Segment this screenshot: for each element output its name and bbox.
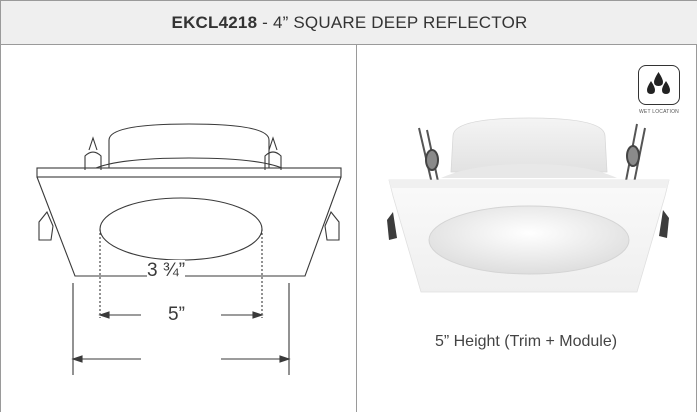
clip-right: [264, 136, 282, 170]
product-photo: [387, 117, 670, 293]
module-dome: [108, 123, 270, 168]
photo-dome-band: [441, 164, 617, 178]
outer-arrow-right: [279, 355, 291, 363]
inner-arrow-left: [98, 311, 110, 319]
photo-clip-left: [418, 127, 440, 189]
tab-right: [324, 210, 340, 241]
outer-width-label: 5”: [168, 304, 185, 326]
inner-arrow-right: [252, 311, 264, 319]
photo-dome: [450, 117, 608, 173]
wet-location-badge: [638, 65, 680, 105]
aperture-ellipse: [99, 197, 263, 261]
trim-flange-top: [36, 167, 342, 178]
module-band: [95, 157, 283, 169]
panel-divider: [356, 45, 357, 412]
title-separator: -: [257, 13, 273, 32]
wet-location-label: WET LOCATION: [639, 109, 679, 115]
dimension-drawing: [36, 123, 342, 375]
photo-flange-edge: [389, 180, 669, 188]
title-bar: EKCL4218 - 4” SQUARE DEEP REFLECTOR: [1, 0, 697, 45]
water-drops-icon: [647, 72, 670, 94]
photo-tab-left: [387, 212, 397, 240]
trim-body: [36, 176, 342, 277]
inner-diameter-label: 3 ¾”: [147, 260, 186, 282]
inner-dimension: [99, 229, 263, 318]
photo-clip-right: [624, 123, 646, 189]
photo-aperture: [428, 205, 630, 275]
product-code: EKCL4218: [171, 13, 258, 32]
product-name: 4” SQUARE DEEP REFLECTOR: [272, 13, 528, 32]
outer-arrow-left: [71, 355, 83, 363]
clip-left: [84, 136, 102, 170]
height-note: 5” Height (Trim + Module): [434, 333, 618, 350]
photo-tab-right: [659, 210, 669, 238]
tab-left: [38, 210, 54, 241]
